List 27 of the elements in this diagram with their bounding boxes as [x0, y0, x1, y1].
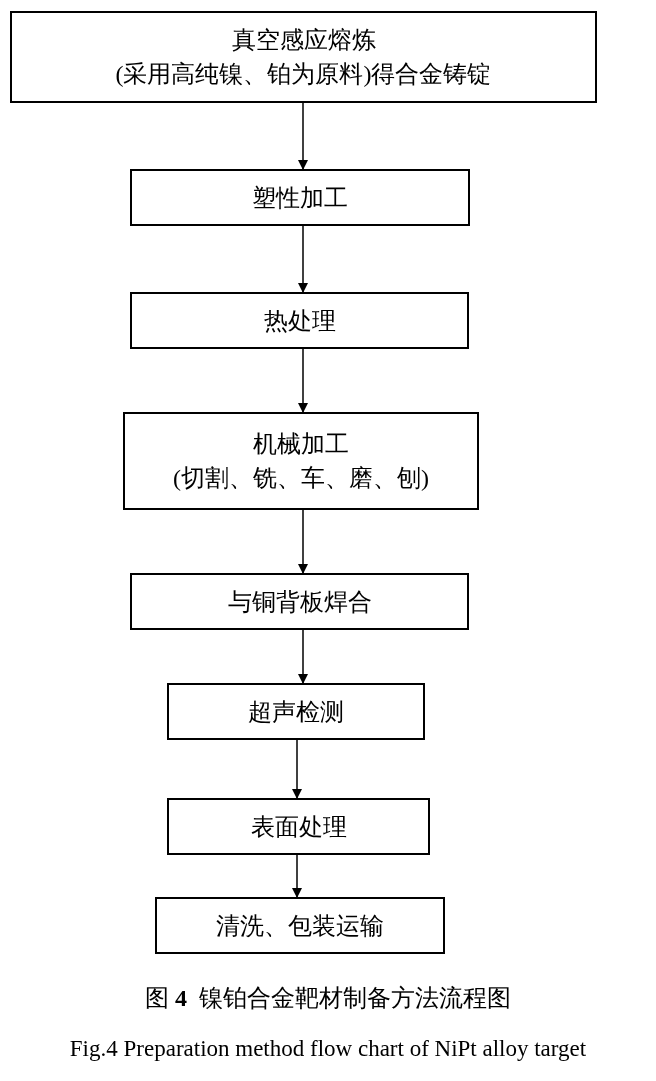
step-text: 与铜背板焊合 — [227, 587, 372, 617]
arrow — [298, 509, 308, 574]
arrow — [298, 102, 308, 170]
step-text: (采用高纯镍、铂为原料)得合金铸锭 — [115, 60, 492, 89]
arrow — [292, 854, 302, 898]
process-box — [10, 11, 597, 103]
step-text: 机械加工 — [253, 430, 349, 459]
english-caption: Fig.4 Preparation method flow chart of NiPt alloy target — [69, 1036, 587, 1062]
arrow — [298, 225, 308, 293]
arrow — [298, 629, 308, 684]
step-text: 热处理 — [263, 306, 336, 336]
process-box — [167, 683, 425, 740]
step-text: 清洗、包装运输 — [216, 911, 384, 941]
process-box — [155, 897, 445, 954]
process-box — [130, 292, 469, 349]
process-box — [130, 169, 470, 226]
step-text: 塑性加工 — [252, 183, 348, 213]
arrow — [298, 348, 308, 413]
step-text: 超声检测 — [248, 697, 344, 727]
step-text: (切割、铣、车、磨、刨) — [173, 464, 429, 493]
figure-caption: 图 4 镍铂合金靶材制备方法流程图 — [145, 984, 511, 1013]
process-box — [130, 573, 469, 630]
arrow — [292, 739, 302, 799]
process-box — [167, 798, 430, 855]
step-text: 真空感应熔炼 — [231, 26, 376, 55]
step-text: 表面处理 — [250, 812, 347, 842]
process-box — [123, 412, 479, 510]
